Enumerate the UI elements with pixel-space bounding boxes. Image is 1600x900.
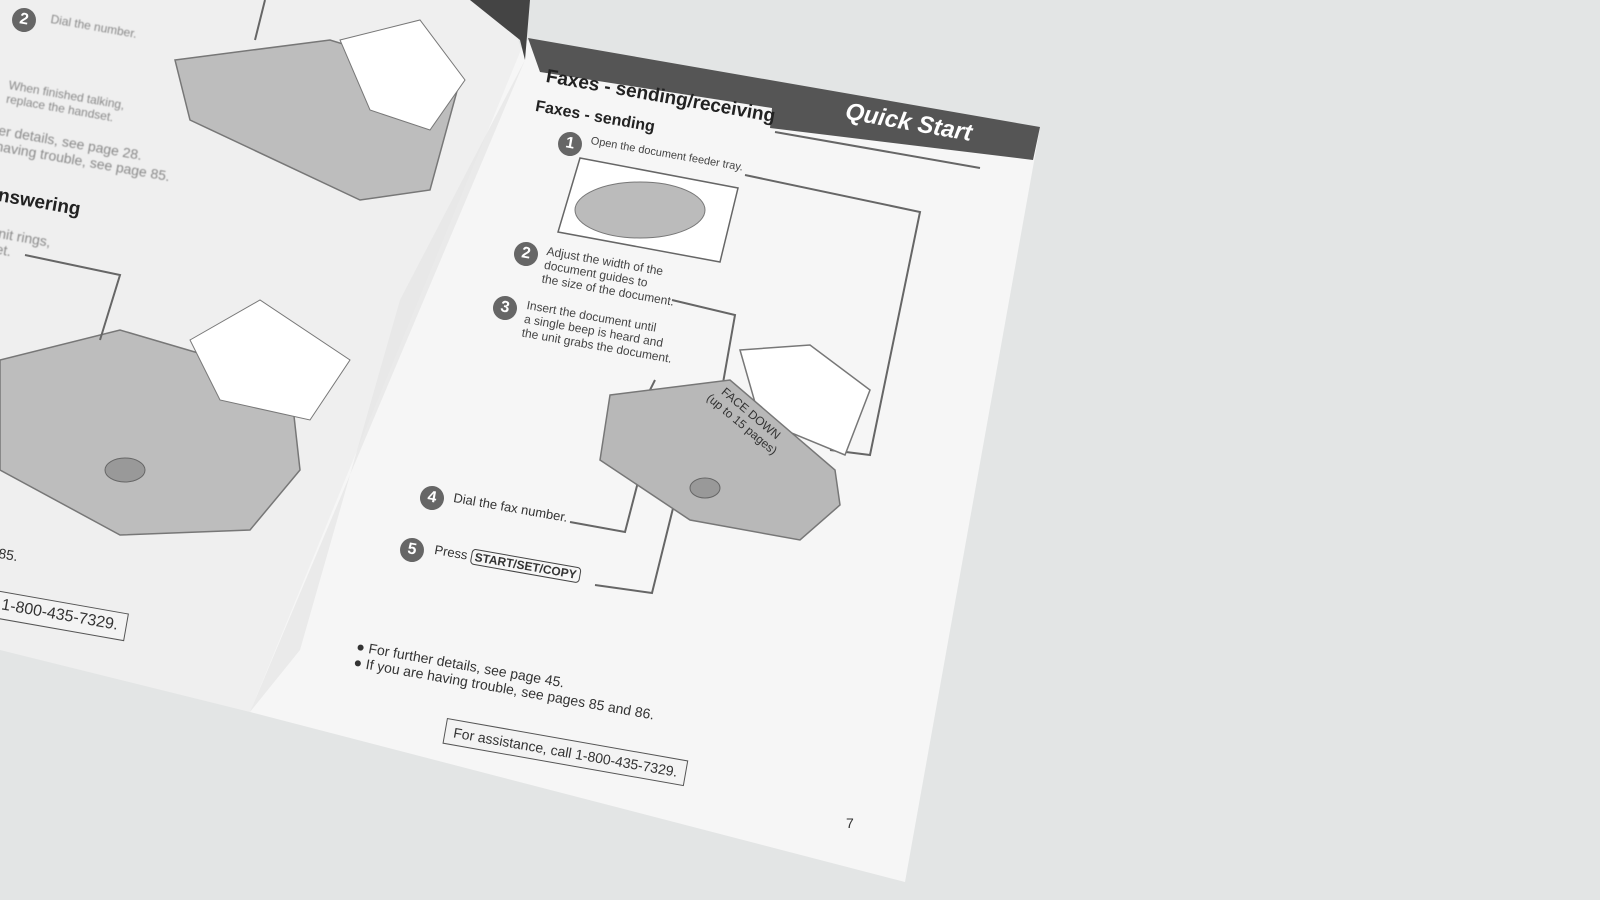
header-banner: [528, 38, 1040, 160]
banner-rule: [774, 131, 981, 169]
spine-shadow: [470, 0, 530, 60]
gutter-shade: [250, 60, 525, 712]
left-fax-dial-knob: [104, 457, 146, 483]
page-number: 7: [846, 815, 854, 831]
fax-dial-knob: [689, 477, 721, 499]
callout-line-5: [594, 479, 681, 595]
callout-line-2: [671, 299, 737, 401]
callout-line-1: [744, 174, 922, 457]
fax-machine-illustration: [599, 379, 841, 541]
left-callout-line-top: [254, 0, 266, 41]
left-page-ref: 85.: [0, 545, 20, 565]
left-bottom-fax-paper: [189, 299, 351, 421]
step1-fax-icon: [574, 181, 706, 239]
left-callout-line: [24, 254, 122, 341]
left-top-fax-paper: [339, 19, 466, 131]
